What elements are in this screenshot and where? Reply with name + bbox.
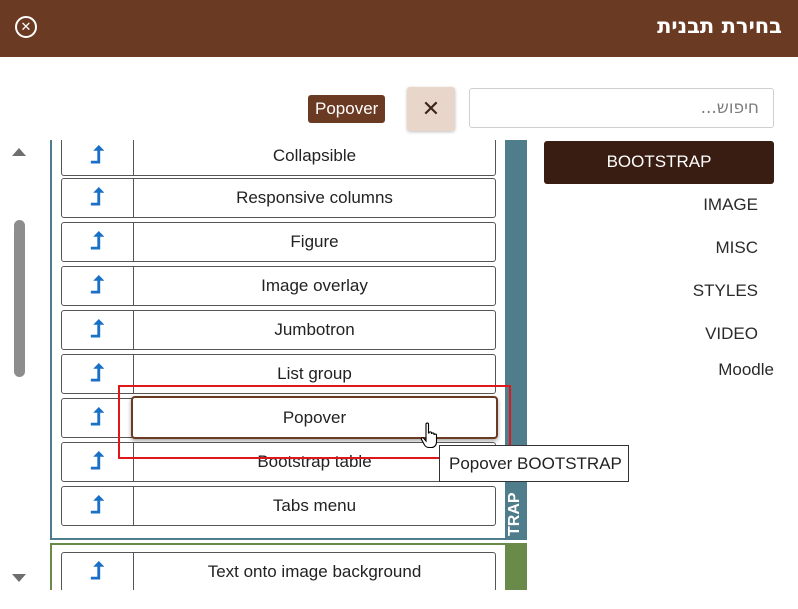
template-item-text-onto-image-background[interactable]: ⮥ Text onto image background <box>61 552 496 590</box>
category-styles[interactable]: STYLES <box>692 281 758 300</box>
arrow-up-insert-icon[interactable]: ⮥ <box>62 553 134 590</box>
template-item-label: Collapsible <box>272 146 357 165</box>
dialog-header: בחירת תבנית ✕ <box>0 0 798 57</box>
close-icon[interactable]: ✕ <box>15 16 37 38</box>
template-list: TRAP ⮥ Collapsible ⮥ Responsive columns … <box>40 140 540 590</box>
scroll-up-arrow-icon[interactable] <box>12 148 26 156</box>
clear-search-button[interactable]: ✕ <box>407 87 455 131</box>
template-item-label: Image overlay <box>261 276 368 295</box>
tooltip: Popover BOOTSTRAP <box>439 445 629 482</box>
arrow-up-insert-icon[interactable]: ⮥ <box>62 487 134 525</box>
template-item-label: Jumbotron <box>274 320 355 339</box>
template-item-image-overlay[interactable]: ⮥ Image overlay <box>61 266 496 306</box>
active-filter-chip: Popover <box>308 95 386 123</box>
dialog-title: בחירת תבנית <box>657 14 782 38</box>
template-item-label: Text onto image background <box>207 562 422 581</box>
image-group-sidebar <box>505 545 525 590</box>
template-item-collapsible[interactable]: ⮥ Collapsible <box>61 140 496 176</box>
arrow-up-insert-icon[interactable]: ⮥ <box>62 223 134 261</box>
category-list: BOOTSTRAP IMAGE MISC STYLES VIDEO Moodle <box>544 141 774 388</box>
template-item-figure[interactable]: ⮥ Figure <box>61 222 496 262</box>
category-image[interactable]: IMAGE <box>703 195 758 214</box>
template-item-list-group[interactable]: ⮥ List group <box>61 354 496 394</box>
scrollbar-thumb[interactable] <box>14 220 25 377</box>
category-video[interactable]: VIDEO <box>705 324 758 343</box>
template-item-label: Bootstrap table <box>257 452 372 471</box>
arrow-up-insert-icon[interactable]: ⮥ <box>62 443 134 481</box>
template-item-jumbotron[interactable]: ⮥ Jumbotron <box>61 310 496 350</box>
template-item-label: Popover <box>282 408 347 427</box>
arrow-up-insert-icon[interactable]: ⮥ <box>62 179 134 217</box>
template-item-tabs-menu[interactable]: ⮥ Tabs menu <box>61 486 496 526</box>
category-misc[interactable]: MISC <box>715 238 759 257</box>
template-item-popover[interactable]: Popover <box>131 396 498 439</box>
bootstrap-group-label: TRAP <box>506 492 523 536</box>
template-item-bootstrap-table[interactable]: ⮥ Bootstrap table <box>61 442 496 482</box>
template-item-label: Figure <box>290 232 339 251</box>
hand-pointer-cursor-icon <box>420 422 438 449</box>
arrow-up-insert-icon[interactable]: ⮥ <box>62 355 134 393</box>
arrow-up-insert-icon[interactable]: ⮥ <box>62 267 134 305</box>
category-moodle[interactable]: Moodle <box>718 360 774 379</box>
image-group <box>50 543 527 590</box>
category-bootstrap[interactable]: BOOTSTRAP <box>544 141 774 184</box>
arrow-up-insert-icon[interactable]: ⮥ <box>62 399 134 437</box>
template-item-label: List group <box>277 364 352 383</box>
template-item-responsive-columns[interactable]: ⮥ Responsive columns <box>61 178 496 218</box>
template-list-scrollbar[interactable] <box>8 140 32 590</box>
template-item-label: Responsive columns <box>236 188 393 207</box>
arrow-up-insert-icon[interactable]: ⮥ <box>62 311 134 349</box>
search-input[interactable] <box>469 88 774 128</box>
arrow-up-insert-icon[interactable]: ⮥ <box>62 140 134 175</box>
template-item-label: Tabs menu <box>272 496 357 515</box>
scroll-down-arrow-icon[interactable] <box>12 574 26 582</box>
